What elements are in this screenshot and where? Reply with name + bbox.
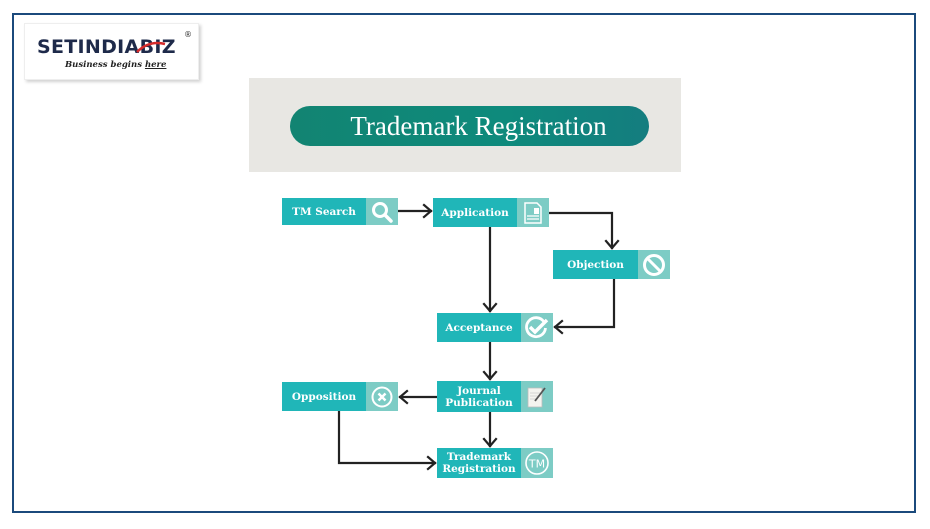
node-label: Acceptance xyxy=(445,321,513,334)
logo-swoosh-icon xyxy=(136,41,166,53)
node-trademark-registration[interactable]: Trademark Registration TM xyxy=(437,448,553,478)
paper-pen-icon xyxy=(521,381,553,412)
svg-text:TM: TM xyxy=(528,458,545,471)
node-opposition[interactable]: Opposition xyxy=(282,382,398,411)
node-tm-search[interactable]: TM Search xyxy=(282,198,398,225)
node-acceptance[interactable]: Acceptance xyxy=(437,313,553,342)
x-circle-icon xyxy=(366,382,398,411)
node-label: Application xyxy=(441,206,509,219)
logo-wordmark: SETINDIABIZ xyxy=(37,36,176,58)
node-label: Objection xyxy=(567,258,624,271)
tagline-text: Business begins xyxy=(65,60,145,70)
node-journal-publication[interactable]: Journal Publication xyxy=(437,381,553,412)
logo[interactable]: SETINDIABIZ ® Business begins here xyxy=(24,23,199,80)
title-pill: Trademark Registration xyxy=(290,106,649,146)
node-label: Opposition xyxy=(291,390,357,403)
node-label: Journal Publication xyxy=(445,384,513,409)
logo-text-a: A xyxy=(124,36,140,58)
registered-mark: ® xyxy=(184,30,192,39)
check-circle-icon xyxy=(521,313,553,342)
page-title: Trademark Registration xyxy=(350,110,607,141)
search-icon xyxy=(366,198,398,225)
document-icon xyxy=(517,198,549,227)
logo-text-left: SETINDI xyxy=(37,36,125,58)
node-label: TM Search xyxy=(292,205,356,218)
logo-tagline: Business begins here xyxy=(65,60,166,70)
tm-icon: TM xyxy=(521,448,553,478)
title-banner: Trademark Registration xyxy=(249,78,681,172)
node-objection[interactable]: Objection xyxy=(553,250,670,279)
page-frame xyxy=(12,13,916,513)
prohibited-icon xyxy=(638,250,670,279)
node-application[interactable]: Application xyxy=(433,198,549,227)
tagline-underlined: here xyxy=(144,60,167,70)
node-label: Trademark Registration xyxy=(442,451,516,475)
logo-text-right: BIZ xyxy=(139,36,176,58)
